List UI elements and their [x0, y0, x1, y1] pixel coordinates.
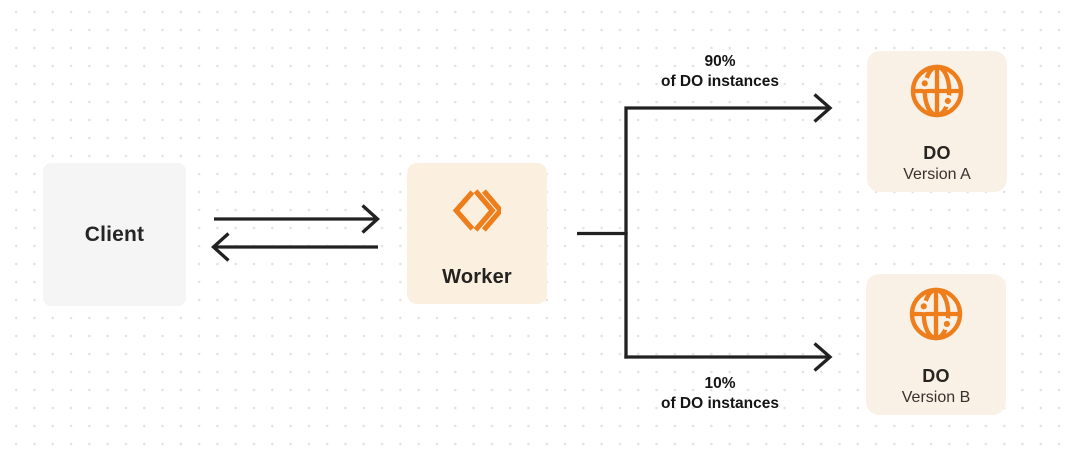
- top-branch-percent: 90%: [704, 53, 736, 70]
- client-node: Client: [43, 163, 186, 306]
- worker-node: Worker: [407, 163, 547, 304]
- globe-icon: [908, 62, 966, 120]
- worker-to-client-arrow: [211, 232, 378, 262]
- do-version-a-node: DO Version A: [867, 51, 1007, 192]
- top-branch-caption: of DO instances: [661, 73, 779, 90]
- do-b-subtitle: Version B: [901, 389, 971, 406]
- client-node-label: Client: [84, 222, 145, 246]
- do-b-title: DO: [922, 366, 950, 386]
- bottom-branch-caption: of DO instances: [661, 395, 779, 412]
- client-to-worker-arrow: [214, 204, 380, 234]
- top-branch-label: 90% of DO instances: [610, 52, 830, 92]
- do-a-subtitle: Version A: [903, 166, 971, 183]
- do-a-title: DO: [923, 143, 951, 163]
- worker-node-label: Worker: [442, 266, 512, 288]
- globe-icon: [907, 285, 965, 343]
- bottom-branch-label: 10% of DO instances: [610, 374, 830, 414]
- bottom-branch-percent: 10%: [704, 375, 736, 392]
- branch-to-do-b-arrow: [624, 342, 833, 372]
- branch-to-do-a-arrow: [624, 93, 833, 359]
- workers-icon: [453, 186, 501, 234]
- do-version-b-node: DO Version B: [866, 274, 1006, 415]
